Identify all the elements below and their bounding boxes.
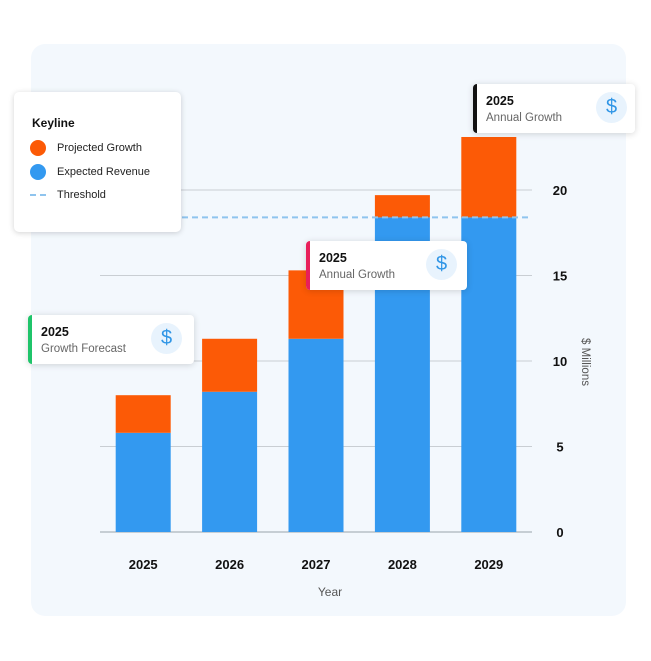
legend: Keyline Projected Growth Expected Revenu…: [14, 92, 181, 232]
x-tick-label: 2025: [129, 557, 158, 572]
y-tick-label: 20: [553, 183, 567, 198]
legend-item-threshold: Threshold: [30, 189, 106, 201]
bar-expected-revenue: [461, 217, 517, 533]
legend-label: Expected Revenue: [57, 166, 150, 178]
bar-expected-revenue: [202, 391, 258, 532]
info-card-annual-growth: 2025 Annual Growth $: [306, 241, 467, 290]
card-accent: [306, 241, 310, 290]
info-card-annual-growth-top: 2025 Annual Growth $: [473, 84, 635, 133]
card-title: 2025: [41, 325, 69, 339]
legend-swatch-expected-revenue: [30, 164, 46, 180]
x-tick-label: 2027: [302, 557, 331, 572]
legend-swatch-projected-growth: [30, 140, 46, 156]
legend-swatch-threshold: [30, 194, 46, 196]
card-title: 2025: [486, 94, 514, 108]
dollar-icon: $: [426, 249, 457, 280]
legend-item-projected-growth: Projected Growth: [30, 140, 142, 156]
bar-projected-growth: [202, 338, 258, 392]
x-tick-label: 2029: [474, 557, 503, 572]
card-subtitle: Annual Growth: [486, 112, 563, 124]
x-tick-label: 2028: [388, 557, 417, 572]
card-subtitle: Growth Forecast: [41, 343, 126, 355]
card-subtitle: Annual Growth: [319, 269, 396, 281]
y-tick-label: 0: [556, 525, 563, 540]
card-accent: [28, 315, 32, 364]
y-tick-label: 10: [553, 354, 567, 369]
legend-label: Projected Growth: [57, 142, 142, 154]
info-card-growth-forecast: 2025 Growth Forecast $: [28, 315, 194, 364]
y-axis-title: $ Millions: [579, 338, 591, 386]
dollar-icon: $: [596, 92, 627, 123]
x-tick-label: 2026: [215, 557, 244, 572]
y-tick-label: 5: [556, 440, 563, 455]
card-accent: [473, 84, 477, 133]
bar-expected-revenue: [115, 432, 171, 532]
card-title: 2025: [319, 251, 347, 265]
bar-projected-growth: [461, 136, 517, 218]
bar-projected-growth: [374, 195, 430, 218]
bar-projected-growth: [115, 395, 171, 433]
legend-item-expected-revenue: Expected Revenue: [30, 164, 150, 180]
x-axis-title: Year: [317, 585, 343, 599]
bar-expected-revenue: [288, 338, 344, 532]
dollar-icon: $: [151, 323, 182, 354]
legend-label: Threshold: [57, 189, 106, 201]
y-tick-label: 15: [553, 269, 567, 284]
legend-title: Keyline: [32, 116, 75, 130]
